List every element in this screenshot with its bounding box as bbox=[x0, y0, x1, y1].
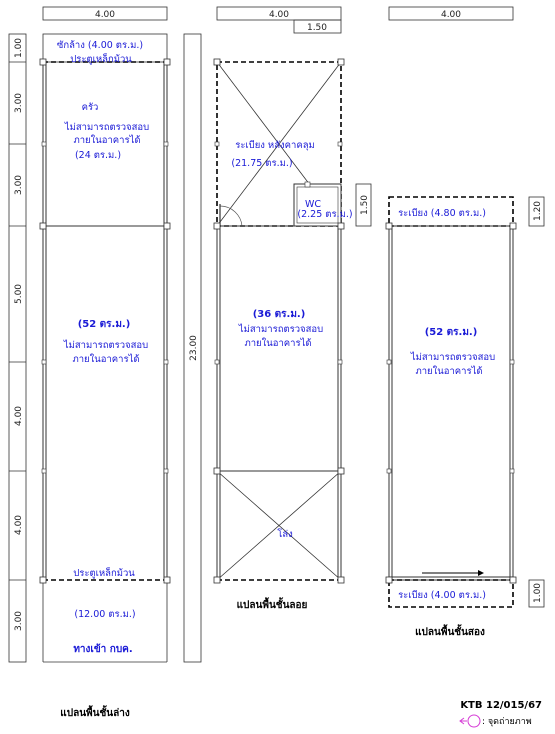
label-front-area: (12.00 ตร.ม.) bbox=[74, 609, 135, 620]
top-dimensions: 4.00 4.00 1.50 4.00 bbox=[42, 6, 514, 34]
label-mezz-balcony: ระเบียง หลังคาคลุม bbox=[235, 139, 315, 151]
label-void: โล่ง bbox=[277, 528, 293, 540]
label-rolling-door-top: ประตูเหล็กม้วน bbox=[70, 52, 132, 65]
left-dimensions: 1.00 3.00 3.00 5.00 4.00 4.00 3.00 bbox=[8, 33, 27, 663]
dim-top-width-3: 4.00 bbox=[441, 10, 461, 20]
label-mezz-balcony-area: (21.75 ตร.ม.) bbox=[231, 158, 292, 169]
label-mezz-note-1: ไม่สามารถตรวจสอบ bbox=[238, 323, 323, 335]
label-second-note-1: ไม่สามารถตรวจสอบ bbox=[410, 351, 495, 363]
label-kitchen-note-2: ภายในอาคารได้ bbox=[73, 134, 140, 146]
dim-left-3: 3.00 bbox=[14, 175, 24, 195]
caption-second-floor: แปลนพื้นชั้นสอง bbox=[415, 624, 485, 638]
caption-ground-floor: แปลนพื้นชั้นล่าง bbox=[60, 705, 130, 719]
dim-left-2: 3.00 bbox=[14, 93, 24, 113]
ground-floor-plan: ซักล้าง (4.00 ตร.ม.) ประตูเหล็กม้วน ครัว… bbox=[39, 33, 171, 663]
camera-point-icon bbox=[467, 714, 481, 728]
dim-left-7: 3.00 bbox=[14, 611, 24, 631]
label-second-main-area: (52 ตร.ม.) bbox=[425, 327, 478, 338]
dim-left-1: 1.00 bbox=[14, 38, 24, 58]
label-wc-area: (2.25 ตร.ม.) bbox=[297, 209, 352, 220]
label-mezz-main-area: (36 ตร.ม.) bbox=[253, 309, 306, 320]
label-kitchen-area: (24 ตร.ม.) bbox=[75, 150, 121, 161]
label-second-balcony-top: ระเบียง (4.80 ตร.ม.) bbox=[398, 207, 486, 219]
label-ground-note-2: ภายในอาคารได้ bbox=[72, 353, 139, 365]
label-second-note-2: ภายในอาคารได้ bbox=[415, 365, 482, 377]
label-wc: WC bbox=[305, 199, 321, 210]
dim-left-4: 5.00 bbox=[14, 284, 24, 304]
dim-right-top: 1.20 bbox=[533, 201, 543, 221]
second-floor-plan: ระเบียง (4.80 ตร.ม.) (52 ตร.ม.) ไม่สามาร… bbox=[385, 196, 517, 608]
wc-dimension: 1.50 bbox=[355, 183, 372, 227]
document-code: KTB 12/015/67 bbox=[460, 700, 542, 711]
mezzanine-plan: ระเบียง หลังคาคลุม (21.75 ตร.ม.) WC (2.2… bbox=[213, 58, 353, 584]
label-entrance: ทางเข้า กบค. bbox=[73, 643, 132, 655]
label-mezz-note-2: ภายในอาคารได้ bbox=[244, 337, 311, 349]
dim-total-length: 23.00 bbox=[189, 335, 199, 361]
label-ground-main-area: (52 ตร.ม.) bbox=[78, 319, 131, 330]
label-wash-area: ซักล้าง (4.00 ตร.ม.) bbox=[57, 40, 143, 51]
label-kitchen-note-1: ไม่สามารถตรวจสอบ bbox=[64, 121, 149, 133]
dim-right-bottom: 1.00 bbox=[533, 583, 543, 603]
dim-top-width-2: 4.00 bbox=[269, 10, 289, 20]
right-dimensions: 1.20 1.00 bbox=[528, 196, 545, 608]
label-ground-note-1: ไม่สามารถตรวจสอบ bbox=[63, 339, 148, 351]
label-rolling-door-bottom: ประตูเหล็กม้วน bbox=[73, 566, 135, 579]
label-kitchen: ครัว bbox=[82, 102, 99, 113]
legend-label: : จุดถ่ายภาพ bbox=[482, 717, 532, 727]
dim-top-width-1: 4.00 bbox=[95, 10, 115, 20]
dim-top-offset: 1.50 bbox=[307, 23, 327, 33]
caption-mezzanine: แปลนพื้นชั้นลอย bbox=[237, 597, 308, 611]
total-length-dimension: 23.00 bbox=[183, 33, 202, 663]
legend-photo-point: : จุดถ่ายภาพ bbox=[459, 714, 532, 728]
dim-left-5: 4.00 bbox=[14, 406, 24, 426]
dim-mid-wc: 1.50 bbox=[360, 195, 370, 215]
dim-left-6: 4.00 bbox=[14, 515, 24, 535]
label-second-balcony-bottom: ระเบียง (4.00 ตร.ม.) bbox=[398, 589, 486, 601]
